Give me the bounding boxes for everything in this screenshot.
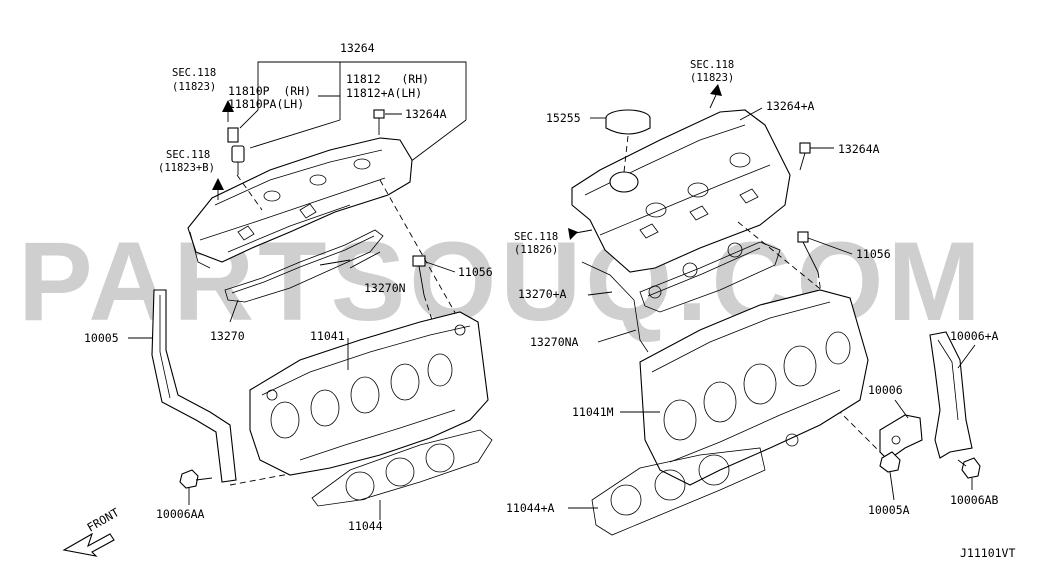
bolt-13264A-left[interactable] bbox=[373, 109, 402, 135]
labels: 13264 SEC.118 (11823) 11810P (RH) 11810P… bbox=[84, 41, 1015, 560]
label-11056-left: 11056 bbox=[458, 265, 493, 279]
sec-arrow-mid-right bbox=[568, 228, 593, 240]
lifting-bracket-10005[interactable] bbox=[128, 289, 237, 483]
bracket-10006[interactable] bbox=[879, 399, 923, 461]
label-sec118-top-left: SEC.118 bbox=[172, 67, 216, 79]
gasket-strip-right[interactable] bbox=[581, 261, 649, 353]
label-13270: 13270 bbox=[210, 329, 245, 343]
leaders-left bbox=[229, 95, 381, 323]
label-11056-right: 11056 bbox=[856, 247, 891, 261]
label-10006: 10006 bbox=[868, 383, 903, 397]
label-11041M: 11041M bbox=[572, 405, 614, 419]
bolt-11056-right[interactable] bbox=[797, 231, 853, 273]
label-11044A: 11044+A bbox=[506, 501, 555, 515]
bolt-13264A-right[interactable] bbox=[799, 142, 834, 171]
label-sec118-mid-right-ref: (11826) bbox=[514, 244, 558, 256]
label-10005A: 10005A bbox=[868, 503, 910, 517]
label-13264A-right: 13264A bbox=[838, 142, 880, 156]
label-13270N: 13270N bbox=[364, 281, 406, 295]
label-10005: 10005 bbox=[84, 331, 119, 345]
bolt-11056-left[interactable] bbox=[412, 255, 456, 296]
rocker-cover-left[interactable] bbox=[187, 137, 413, 269]
label-sec118-top-right-ref: (11823) bbox=[690, 72, 734, 84]
pcv-valve-left[interactable] bbox=[227, 127, 245, 175]
rocker-cover-right[interactable] bbox=[571, 109, 791, 273]
diagram-code: J11101VT bbox=[960, 546, 1015, 560]
label-13264A-left: 13264A bbox=[405, 107, 447, 121]
oil-filler-cap[interactable] bbox=[590, 109, 651, 173]
label-front: FRONT bbox=[85, 505, 122, 534]
head-gasket-right[interactable] bbox=[568, 447, 766, 536]
head-gasket-left[interactable] bbox=[311, 429, 493, 520]
label-13264: 13264 bbox=[340, 41, 375, 55]
label-13264A-plus: 13264+A bbox=[766, 99, 815, 113]
leaders-right bbox=[587, 107, 763, 343]
cylinder-head-right[interactable] bbox=[620, 289, 869, 486]
bolt-10006AA[interactable] bbox=[179, 469, 213, 505]
label-10006AB: 10006AB bbox=[950, 493, 999, 507]
front-arrow bbox=[62, 532, 115, 557]
sec-arrow-top-left bbox=[222, 100, 234, 122]
label-11812A: 11812+A(LH) bbox=[346, 86, 422, 100]
label-10006AA: 10006AA bbox=[156, 507, 205, 521]
bolt-10006AB[interactable] bbox=[957, 457, 981, 490]
label-11812: 11812 (RH) bbox=[346, 72, 429, 86]
label-11810P: 11810P (RH) bbox=[228, 84, 311, 98]
label-11810PA: 11810PA(LH) bbox=[228, 97, 304, 111]
sec-arrow-mid-left bbox=[212, 178, 224, 200]
label-13270NA: 13270NA bbox=[530, 335, 579, 349]
rocker-gasket-right[interactable] bbox=[639, 241, 781, 313]
sec-arrow-top-right bbox=[709, 84, 722, 109]
cylinder-head-left[interactable] bbox=[249, 311, 489, 476]
label-13270A: 13270+A bbox=[518, 287, 567, 301]
rocker-gasket-left[interactable] bbox=[224, 229, 384, 303]
label-sec118-top-right: SEC.118 bbox=[690, 59, 734, 71]
label-11041: 11041 bbox=[310, 329, 345, 343]
label-sec118-mid-left-ref: (11823+B) bbox=[158, 162, 215, 174]
label-10006A: 10006+A bbox=[950, 329, 999, 343]
label-sec118-mid-right: SEC.118 bbox=[514, 231, 558, 243]
label-11044: 11044 bbox=[348, 519, 383, 533]
leader-13264 bbox=[249, 61, 467, 163]
label-15255: 15255 bbox=[546, 111, 581, 125]
label-sec118-mid-left: SEC.118 bbox=[166, 149, 210, 161]
bolt-10005A[interactable] bbox=[879, 451, 901, 501]
label-sec118-top-left-ref: (11823) bbox=[172, 81, 216, 93]
bracket-10006A[interactable] bbox=[929, 331, 976, 459]
assembly-lines-left bbox=[229, 174, 459, 486]
